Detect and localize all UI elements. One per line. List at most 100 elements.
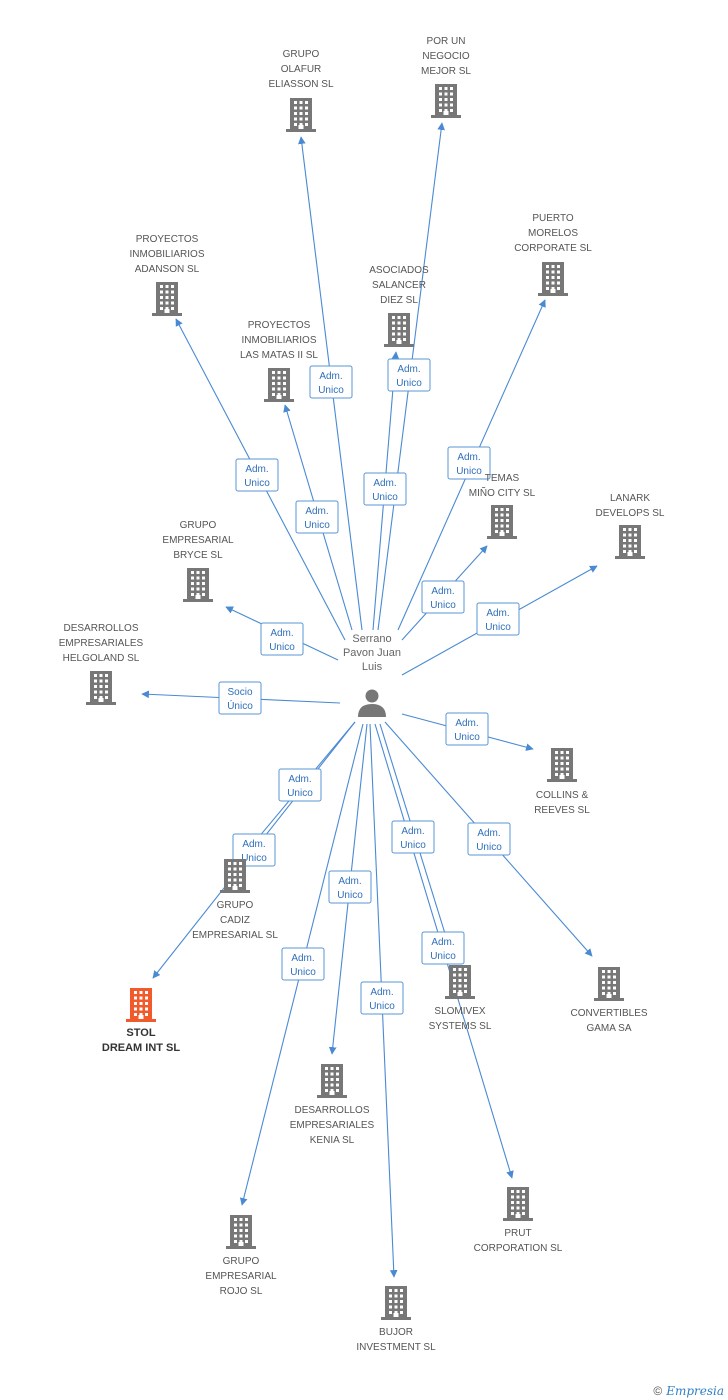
company-label-slomivex[interactable]: SLOMIVEX SYSTEMS SL [428, 1006, 492, 1032]
building-icon[interactable] [152, 282, 182, 316]
relation-badge-text: Adm. [305, 506, 328, 517]
relation-badge-text: Unico [337, 890, 363, 901]
relation-badge-grupo-rojo[interactable]: Adm. Unico [281, 947, 325, 981]
relation-badge-text: Adm. [486, 608, 509, 619]
company-label-collins-reeves[interactable]: COLLINS & REEVES SL [534, 790, 590, 816]
relation-badge-grupo-cadiz[interactable]: Adm. Unico [278, 768, 322, 802]
relation-badge-text: Adm. [370, 987, 393, 998]
relation-badge-text: Unico [372, 492, 398, 503]
relation-badge-text: Socio [227, 687, 252, 698]
relation-badge-bujor-investment[interactable]: Adm. Unico [360, 981, 404, 1015]
company-label-proyectos-las-matas[interactable]: PROYECTOS INMOBILIARIOS LAS MATAS II SL [240, 320, 318, 361]
relation-badge-text: Adm. [431, 586, 454, 597]
center-person-label[interactable]: Serrano Pavon Juan Luis [342, 633, 402, 673]
building-icon[interactable] [220, 859, 250, 893]
relation-badge-text: Unico [369, 1001, 395, 1012]
relation-badge-text: Adm. [455, 718, 478, 729]
relation-badge-proyectos-adanson[interactable]: Adm. Unico [235, 458, 279, 492]
relation-badge-temas-mino-city[interactable]: Adm. Unico [421, 580, 465, 614]
building-icon[interactable] [86, 671, 116, 705]
relation-badge-grupo-olafur-eliasson[interactable]: Adm. Unico [309, 365, 353, 399]
relation-badge-text: Adm. [373, 478, 396, 489]
relation-badge-por-un-negocio-mejor[interactable]: Adm. Unico [387, 358, 431, 392]
building-icon[interactable] [286, 98, 316, 132]
relation-badge-text: Unico [318, 385, 344, 396]
building-icon[interactable] [317, 1064, 347, 1098]
relation-badge-text: Adm. [397, 364, 420, 375]
company-label-grupo-olafur-eliasson[interactable]: GRUPO OLAFUR ELIASSON SL [268, 49, 334, 90]
company-label-grupo-bryce[interactable]: GRUPO EMPRESARIAL BRYCE SL [162, 520, 234, 561]
relation-badge-text: Unico [241, 853, 267, 864]
company-label-lanark-develops[interactable]: LANARK DEVELOPS SL [595, 493, 665, 519]
building-icon[interactable] [264, 368, 294, 402]
person-icon[interactable] [358, 689, 386, 718]
relation-badge-convertibles-gama[interactable]: Adm. Unico [467, 822, 511, 856]
company-label-proyectos-adanson[interactable]: PROYECTOS INMOBILIARIOS ADANSON SL [129, 234, 205, 275]
company-label-desarrollos-helgoland[interactable]: DESARROLLOS EMPRESARIALES HELGOLAND SL [58, 623, 144, 664]
relation-badge-text: Adm. [288, 774, 311, 785]
relation-badge-proyectos-las-matas[interactable]: Adm. Unico [295, 500, 339, 534]
relation-badge-text: Adm. [291, 953, 314, 964]
company-label-stol-dream[interactable]: STOL DREAM INT SL [101, 1027, 181, 1054]
relation-badge-text: Unico [476, 842, 502, 853]
building-icon[interactable] [183, 568, 213, 602]
company-label-grupo-cadiz[interactable]: GRUPO CADIZ EMPRESARIAL SL [192, 900, 278, 941]
footer-brand: ©Empresia [653, 1384, 724, 1398]
relation-badge-grupo-bryce[interactable]: Adm. Unico [260, 622, 304, 656]
copyright-symbol: © [653, 1384, 663, 1398]
building-icon[interactable] [126, 988, 156, 1022]
building-icon[interactable] [226, 1215, 256, 1249]
relation-badge-text: Unico [269, 642, 295, 653]
relation-badge-text: Unico [430, 951, 456, 962]
building-icon[interactable] [431, 84, 461, 118]
building-icon[interactable] [547, 748, 577, 782]
company-label-prut-corporation[interactable]: PRUT CORPORATION SL [473, 1228, 563, 1254]
building-icon[interactable] [594, 967, 624, 1001]
building-icon[interactable] [381, 1286, 411, 1320]
relation-badge-text: Único [227, 699, 253, 712]
relation-badge-text: Unico [290, 967, 316, 978]
building-icon[interactable] [538, 262, 568, 296]
relation-badge-text: Adm. [477, 828, 500, 839]
relation-badge-text: Unico [244, 478, 270, 489]
relation-badge-text: Adm. [319, 371, 342, 382]
relation-badge-lanark-develops[interactable]: Adm. Unico [476, 602, 520, 636]
building-icon[interactable] [445, 965, 475, 999]
company-label-por-un-negocio-mejor[interactable]: POR UN NEGOCIO MEJOR SL [420, 36, 471, 77]
company-label-asociados-salancer[interactable]: ASOCIADOS SALANCER DIEZ SL [369, 265, 429, 306]
company-label-grupo-rojo[interactable]: GRUPO EMPRESARIAL ROJO SL [205, 1256, 277, 1297]
relation-badge-puerto-morelos[interactable]: Adm. Unico [447, 446, 491, 480]
company-label-convertibles-gama[interactable]: CONVERTIBLES GAMA SA [570, 1008, 648, 1034]
building-icon[interactable] [384, 313, 414, 347]
company-label-puerto-morelos[interactable]: PUERTO MORELOS CORPORATE SL [514, 213, 592, 254]
relation-badge-text: Unico [400, 840, 426, 851]
company-label-bujor-investment[interactable]: BUJOR INVESTMENT SL [356, 1327, 436, 1353]
relation-badge-text: Adm. [457, 452, 480, 463]
relation-badge-text: Adm. [270, 628, 293, 639]
relation-badge-text: Unico [430, 600, 456, 611]
building-icon[interactable] [503, 1187, 533, 1221]
company-label-temas-mino-city[interactable]: TEMAS MIÑO CITY SL [468, 473, 536, 499]
empresia-logo: Empresia [666, 1384, 724, 1398]
building-icon[interactable] [615, 525, 645, 559]
relation-badge-prut-corporation[interactable]: Adm. Unico [421, 931, 465, 965]
relation-badge-text: Adm. [242, 839, 265, 850]
relation-badge-slomivex[interactable]: Adm. Unico [391, 820, 435, 854]
relation-badge-text: Unico [287, 788, 313, 799]
relation-badge-text: Adm. [245, 464, 268, 475]
relation-badge-asociados-salancer[interactable]: Adm. Unico [363, 472, 407, 506]
relation-badge-text: Unico [456, 466, 482, 477]
relation-badge-text: Adm. [431, 937, 454, 948]
relation-badge-stol-dream[interactable]: Adm. Unico [232, 833, 276, 867]
relation-badge-collins-reeves[interactable]: Adm. Unico [445, 712, 489, 746]
relation-badge-text: Unico [485, 622, 511, 633]
company-label-desarrollos-kenia[interactable]: DESARROLLOS EMPRESARIALES KENIA SL [289, 1105, 375, 1146]
relation-badge-text: Adm. [401, 826, 424, 837]
relation-badge-desarrollos-kenia[interactable]: Adm.Unico [328, 870, 372, 904]
relation-badge-text: Unico [304, 520, 330, 531]
relation-badge-text: Unico [396, 378, 422, 389]
building-icon[interactable] [487, 505, 517, 539]
relation-badge-text: Unico [454, 732, 480, 743]
